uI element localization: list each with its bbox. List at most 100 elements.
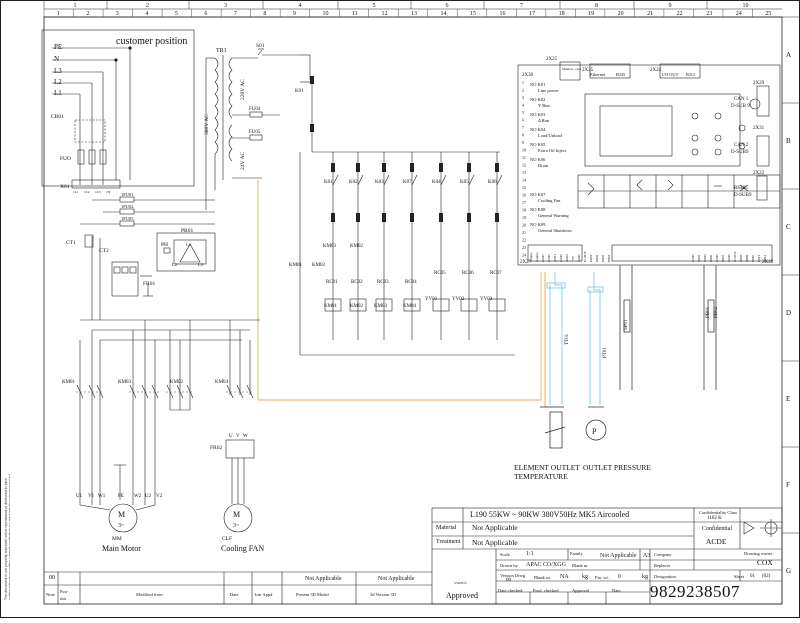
date-label: Date bbox=[612, 588, 621, 593]
sensor-tag: SP01 bbox=[624, 319, 629, 330]
motor-terminal: W1 bbox=[98, 494, 106, 499]
controller-output-name: Y Run bbox=[538, 103, 550, 108]
fan-motor-label: Cooling FAN bbox=[221, 544, 264, 553]
controller-pin-number: 11 bbox=[522, 155, 526, 160]
controller-bottom-pin: D-OUT bbox=[583, 250, 587, 262]
column-number: 17 bbox=[529, 11, 535, 17]
zone-number: 4 bbox=[299, 3, 302, 9]
contactor-pole bbox=[141, 384, 149, 399]
controller-bottom-pin: GND bbox=[559, 254, 563, 262]
control-left-section bbox=[80, 196, 216, 320]
motor-terminal: U1 bbox=[76, 494, 83, 499]
controller-pin-number: 3 bbox=[522, 95, 524, 100]
controller-pin-number: 22 bbox=[522, 238, 526, 243]
relay-coil-label: K01 bbox=[324, 180, 333, 185]
controller-output-id: NO K03 bbox=[530, 112, 546, 117]
sheet-size: A3 bbox=[643, 553, 651, 559]
valve-label: YV03 bbox=[480, 297, 493, 302]
controller-pin-number: 7 bbox=[522, 125, 524, 130]
column-number: 9 bbox=[293, 11, 296, 17]
motor-terminal: U2 bbox=[145, 494, 152, 499]
controller-bottom-pin: DI10 bbox=[751, 255, 755, 262]
blank-wt-label: Blank wt. bbox=[534, 575, 552, 580]
customer-supply-section bbox=[41, 29, 195, 189]
relay-columns bbox=[300, 76, 506, 340]
controller-bottom-pin: D-OUT bbox=[733, 250, 737, 262]
control-fuse-label: 1FU02 bbox=[121, 204, 134, 209]
column-number: 22 bbox=[677, 11, 683, 17]
rev-not-applicable-2: Not Applicable bbox=[378, 576, 415, 582]
column-number: 1 bbox=[57, 11, 60, 17]
ct1-label: CT1 bbox=[66, 240, 76, 246]
controller-output-name: Line power bbox=[538, 88, 559, 93]
supply-line-l3: L3 bbox=[54, 67, 62, 75]
column-number: 2 bbox=[86, 11, 89, 17]
k01-contact-label: K01 bbox=[295, 89, 304, 94]
ct2-label: CT2 bbox=[99, 248, 109, 254]
zone-number: 8 bbox=[595, 3, 598, 9]
ethernet-label: Ethernet bbox=[590, 72, 606, 77]
column-number: 11 bbox=[352, 11, 358, 17]
sensor-tag: PB02 bbox=[714, 306, 719, 318]
column-number: 15 bbox=[470, 11, 476, 17]
terminal-pin: 1N bbox=[106, 190, 111, 194]
terminal-label: X01 bbox=[60, 184, 70, 190]
rev-header-date: Date bbox=[230, 592, 239, 597]
controller-pin-number: 9 bbox=[522, 140, 524, 145]
date-checked-label: Date checked bbox=[498, 588, 523, 593]
control-fuse-label: 1FU03 bbox=[121, 216, 134, 221]
material-label: Material bbox=[436, 525, 457, 531]
drawing-number: 9829238507 bbox=[650, 582, 740, 601]
conf-class-label: Confidentiality Class bbox=[699, 510, 738, 515]
phase-relay-pin: L1 bbox=[186, 242, 191, 247]
contactor-pole bbox=[166, 384, 174, 399]
row-letter: C bbox=[786, 223, 791, 231]
controller-output-id: NO K04 bbox=[530, 127, 546, 132]
version-label: Version Drwg bbox=[500, 573, 526, 578]
rc-label: RC07 bbox=[490, 271, 502, 276]
controller-pin-number: 18 bbox=[522, 208, 526, 213]
confidentiality-side-note: The document is our property and shall n… bbox=[4, 473, 10, 600]
contactor-pole bbox=[246, 384, 254, 399]
controller-pin-number: 24 bbox=[522, 253, 526, 258]
fan-overload-label: FR02 bbox=[210, 445, 222, 451]
rev-header-position: Posi- tion bbox=[60, 589, 69, 601]
zone-number: 7 bbox=[520, 3, 523, 9]
x28-label: 2X28 bbox=[762, 260, 774, 265]
drawing-owner-company: ACDE bbox=[706, 537, 727, 546]
controller-pin-number: 4 bbox=[522, 103, 524, 108]
can2-sub-label: D-SUB9 bbox=[731, 150, 749, 155]
controller-output-name: Extra Oil Inject bbox=[538, 148, 567, 153]
contactor-pole bbox=[88, 384, 96, 399]
phase-relay-pin: L2 bbox=[172, 262, 177, 267]
controller-output-id: NO K08 bbox=[530, 207, 546, 212]
can1-label: CAN 1 bbox=[734, 97, 749, 102]
controller-pin-number: 23 bbox=[522, 245, 526, 250]
valve-label: YV02 bbox=[452, 297, 465, 302]
phase-relay-pin: L3 bbox=[198, 262, 204, 267]
relay-contact bbox=[467, 163, 471, 172]
blank-wt-unit: kg bbox=[582, 574, 588, 580]
controller-bottom-pin: DI01 bbox=[589, 255, 593, 262]
fan-motor-tag: CLF bbox=[222, 536, 232, 542]
relay-coil bbox=[403, 298, 421, 312]
x30-label: 2X30 bbox=[522, 73, 534, 78]
controller-pin-number: 12 bbox=[522, 163, 526, 168]
row-letter: F bbox=[786, 481, 790, 489]
interlock-label: KM03 bbox=[323, 244, 337, 249]
row-letter: D bbox=[786, 309, 791, 317]
supply-line-pe: PE bbox=[54, 43, 62, 51]
x27-label: 2X27 bbox=[520, 260, 532, 265]
controller-bottom-pin: DI02 bbox=[595, 255, 599, 262]
motor-contactor-label: KM02 bbox=[170, 380, 184, 385]
pressure-symbol: P bbox=[592, 427, 597, 436]
column-number: 5 bbox=[175, 11, 178, 17]
transformer-secondary-220: 220V AC bbox=[240, 79, 246, 100]
contactor-pole bbox=[186, 384, 194, 399]
